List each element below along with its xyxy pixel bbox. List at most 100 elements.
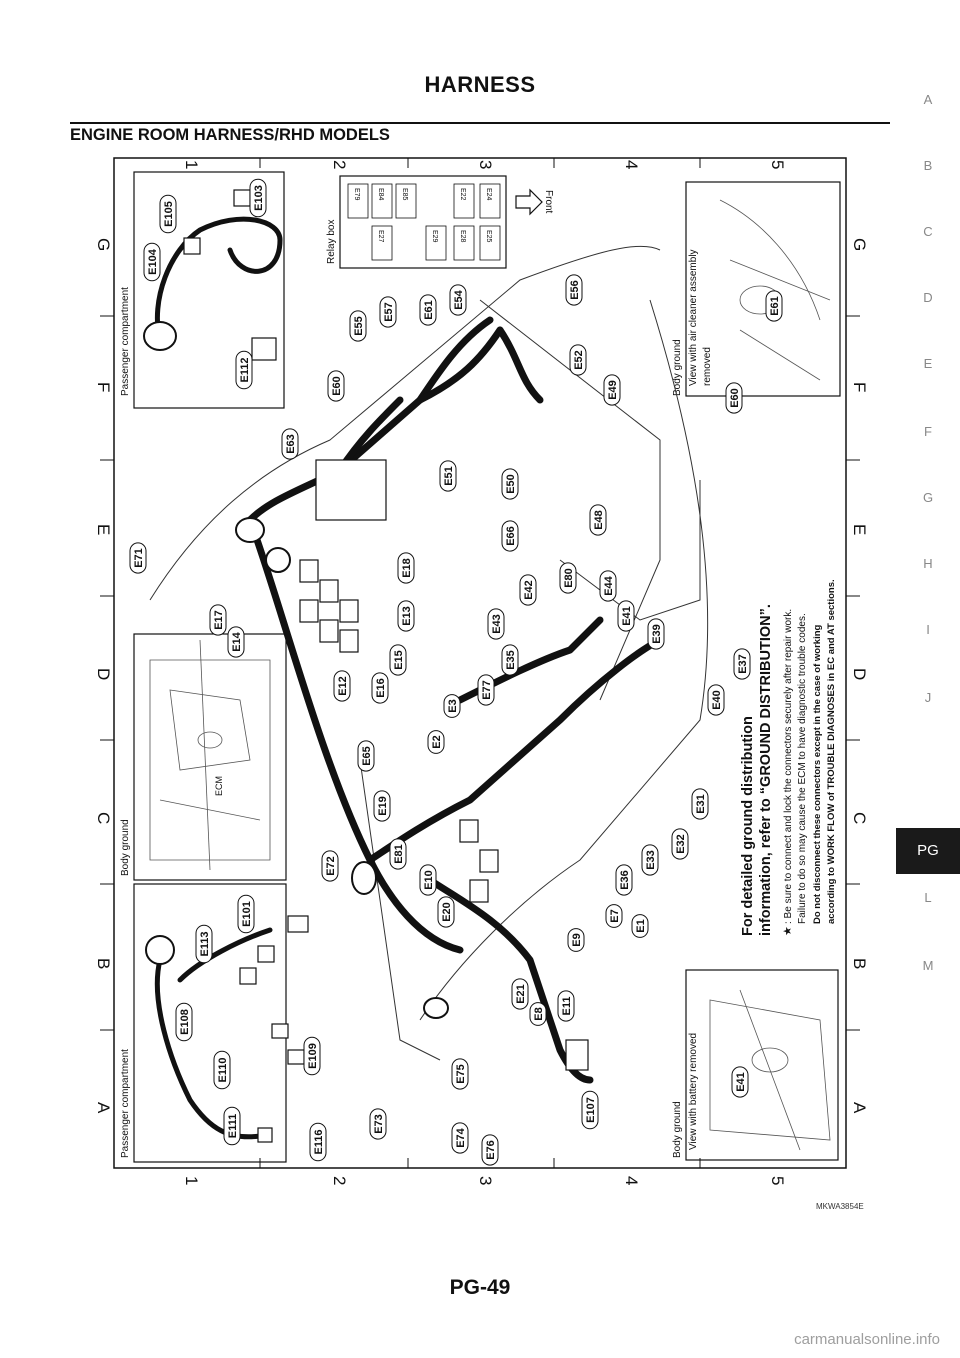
- connector-label: E3: [443, 694, 461, 718]
- inset-relay-box: [339, 175, 507, 269]
- relay-cell: E24: [485, 188, 492, 201]
- connector-label-text: E55: [353, 316, 365, 336]
- connector-label-pill: [129, 542, 147, 574]
- connector-label-text: E43: [491, 614, 503, 634]
- connector-label: E39: [647, 618, 665, 650]
- connector-label-text: E10: [423, 870, 435, 890]
- connector-label-text: E14: [231, 631, 243, 651]
- connector-label-pill: [209, 604, 227, 636]
- connector-label-pill: [439, 460, 457, 492]
- connector-label: E11: [557, 990, 575, 1022]
- connector-label-text: E8: [533, 1007, 545, 1020]
- connector-label-pill: [559, 562, 577, 594]
- connector-label-text: E54: [453, 289, 465, 309]
- connector-label: E13: [397, 600, 415, 632]
- connector-label: E113: [195, 924, 213, 964]
- connector-label-pill: [641, 844, 659, 876]
- side-index-letter[interactable]: L: [924, 890, 932, 905]
- side-index-letter[interactable]: F: [924, 424, 932, 439]
- section-title: ENGINE ROOM HARNESS/RHD MODELS: [70, 126, 390, 144]
- connector-label: E32: [671, 828, 689, 860]
- relay-cell: E84: [377, 188, 384, 201]
- grid-number: 1: [182, 1176, 201, 1185]
- connector-label-pill: [569, 344, 587, 376]
- connector-label: E2: [427, 730, 445, 754]
- connector-label-pill: [227, 626, 245, 658]
- connector-label: E105: [159, 194, 177, 234]
- side-index-letter[interactable]: J: [924, 690, 932, 705]
- note-line-6: according to WORK FLOW of TROUBLE DIAGNO…: [826, 579, 837, 924]
- connector-label-text: E57: [383, 302, 395, 322]
- side-index-letter[interactable]: C: [923, 224, 933, 239]
- connector-label-text: E103: [253, 185, 265, 211]
- connector-label-pill: [487, 608, 505, 640]
- connector-label-text: E80: [563, 568, 575, 588]
- ecm-label: ECM: [214, 776, 224, 796]
- connector-label: E108: [175, 1002, 193, 1042]
- connector-label: E14: [227, 626, 245, 658]
- side-index-letter[interactable]: H: [923, 556, 933, 571]
- body-outline: [359, 759, 441, 1061]
- grid-number: 2: [330, 1176, 349, 1185]
- side-index-letter[interactable]: I: [926, 622, 930, 637]
- connector-label-pill: [357, 740, 375, 772]
- connector-label-pill: [373, 790, 391, 822]
- side-index-letter[interactable]: G: [922, 490, 934, 505]
- side-index-letter[interactable]: B: [923, 158, 933, 173]
- grid-number: 3: [476, 160, 495, 169]
- connector-label-pill: [303, 1036, 321, 1076]
- connector-label-text: E1: [635, 919, 647, 932]
- connector-label-text: E35: [505, 650, 517, 670]
- connector-label-pill: [397, 552, 415, 584]
- connector-label-text: E109: [307, 1043, 319, 1069]
- connector-label-pill: [617, 600, 635, 632]
- connector-label: E107: [581, 1090, 599, 1130]
- relay-cell: E28: [459, 230, 466, 243]
- connector-label-pill: [615, 864, 633, 896]
- connector-label-pill: [249, 178, 267, 218]
- connector-label-text: E113: [199, 931, 211, 956]
- relay-cell: E29: [431, 230, 438, 243]
- connector-label-text: E48: [593, 510, 605, 530]
- inset-title: Relay box: [326, 220, 337, 264]
- connector-label-text: E76: [485, 1140, 497, 1160]
- grid-letter: F: [94, 382, 113, 392]
- connector-label-text: E21: [515, 984, 527, 1004]
- connector-label-text: E52: [573, 350, 585, 370]
- inset-caption: View with battery removed: [688, 1033, 699, 1150]
- connector-label-pill: [397, 600, 415, 632]
- connector-label: E49: [603, 374, 621, 406]
- grid-letter: D: [94, 668, 113, 680]
- connector-label: E41: [731, 1066, 749, 1098]
- connector-label: E36: [615, 864, 633, 896]
- grid-number: 4: [622, 1176, 641, 1185]
- connector-label: E101: [237, 894, 255, 934]
- connector-label-pill: [309, 1122, 327, 1162]
- connector-label: E9: [567, 928, 585, 952]
- side-index-letter[interactable]: E: [923, 356, 933, 371]
- inset-passenger-top: [133, 171, 285, 409]
- side-index-letter[interactable]: D: [923, 290, 933, 305]
- connector-label-text: E111: [227, 1114, 239, 1138]
- connector-label-pill: [691, 788, 709, 820]
- connector-label: E1: [631, 914, 649, 938]
- side-index-letter[interactable]: A: [923, 92, 933, 107]
- connector-label-text: E63: [285, 434, 297, 454]
- grid-number: 5: [768, 160, 787, 169]
- connector-label-pill: [213, 1050, 231, 1090]
- side-index-active-tab[interactable]: PG: [896, 828, 960, 874]
- star-icon: ★: [782, 926, 794, 936]
- connector-label: E111: [223, 1106, 241, 1146]
- inset-ecm: [133, 633, 287, 881]
- connector-label: E44: [599, 570, 617, 602]
- inset-title: Passenger compartment: [120, 287, 131, 396]
- connector-label-pill: [281, 428, 299, 460]
- front-arrow-icon: Front: [515, 188, 554, 216]
- side-index-letter[interactable]: M: [922, 958, 934, 973]
- connector-label-pill: [437, 896, 455, 928]
- connector-label: E8: [529, 1002, 547, 1026]
- ecm-sketch: [149, 639, 271, 871]
- connector-label-text: E77: [481, 680, 493, 700]
- connector-label-pill: [143, 242, 161, 282]
- connector-label: E57: [379, 296, 397, 328]
